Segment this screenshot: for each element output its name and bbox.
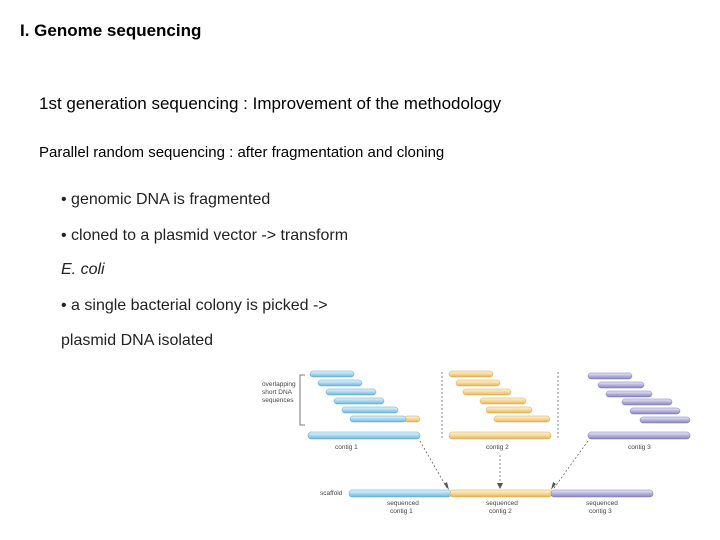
read xyxy=(639,416,691,424)
contig-1-bar xyxy=(307,431,421,440)
read xyxy=(403,415,421,423)
read xyxy=(587,372,633,380)
sequenced-contig-1-line-1: sequenced xyxy=(387,500,419,507)
read xyxy=(333,397,385,405)
overlap-label-line-2: short DNA xyxy=(262,389,293,396)
read xyxy=(455,379,501,387)
mapping-guides xyxy=(419,372,589,489)
read xyxy=(462,388,512,396)
read xyxy=(621,398,673,406)
read xyxy=(448,370,494,378)
guide-arrowheads xyxy=(444,482,556,490)
contig-1-label: contig 1 xyxy=(335,444,358,451)
read xyxy=(493,415,551,423)
sequenced-contig-2-line-2: contig 2 xyxy=(489,508,512,515)
slide-subtitle: 1st generation sequencing : Improvement … xyxy=(39,94,502,113)
read xyxy=(479,397,527,405)
bullet-ecoli: E. coli xyxy=(61,261,105,278)
bullet-cloned: • cloned to a plasmid vector -> transfor… xyxy=(61,227,349,244)
contig-2-reads xyxy=(448,370,551,423)
contig-3-label: contig 3 xyxy=(628,444,651,451)
contig-2-bar xyxy=(448,431,552,440)
bullet-fragmented: • genomic DNA is fragmented xyxy=(61,191,271,208)
sequenced-contig-2-line-1: sequenced xyxy=(486,500,518,507)
read xyxy=(317,379,363,387)
bullet-plasmid: plasmid DNA isolated xyxy=(61,332,214,349)
sequenced-contig-3-line-2: contig 3 xyxy=(589,508,612,515)
overlap-label-line-1: overlapping xyxy=(262,381,296,388)
contig-2-label: contig 2 xyxy=(486,444,509,451)
read xyxy=(629,407,681,415)
scaffold-segment-3 xyxy=(550,489,654,498)
sequenced-contig-1-line-2: contig 1 xyxy=(390,508,413,515)
read xyxy=(309,370,355,378)
overlap-label-line-3: sequences xyxy=(262,397,294,404)
read xyxy=(325,388,377,396)
read xyxy=(597,381,645,389)
contig-3-bar xyxy=(587,431,691,440)
read xyxy=(349,415,407,423)
bullet-colony: • a single bacterial colony is picked -> xyxy=(61,297,328,314)
overlap-bracket xyxy=(299,374,305,426)
section-heading: Parallel random sequencing : after fragm… xyxy=(39,144,445,161)
slide-title: I. Genome sequencing xyxy=(20,21,202,40)
read xyxy=(485,406,533,414)
read xyxy=(341,406,399,414)
scaffold-segment-1 xyxy=(348,489,452,498)
scaffold-segment-2 xyxy=(449,489,553,498)
contig-1-reads xyxy=(309,370,421,423)
contig-3-reads xyxy=(587,372,691,424)
sequenced-contig-3-line-1: sequenced xyxy=(586,500,618,507)
read xyxy=(605,390,653,398)
scaffold-label: scaffold xyxy=(320,490,343,497)
